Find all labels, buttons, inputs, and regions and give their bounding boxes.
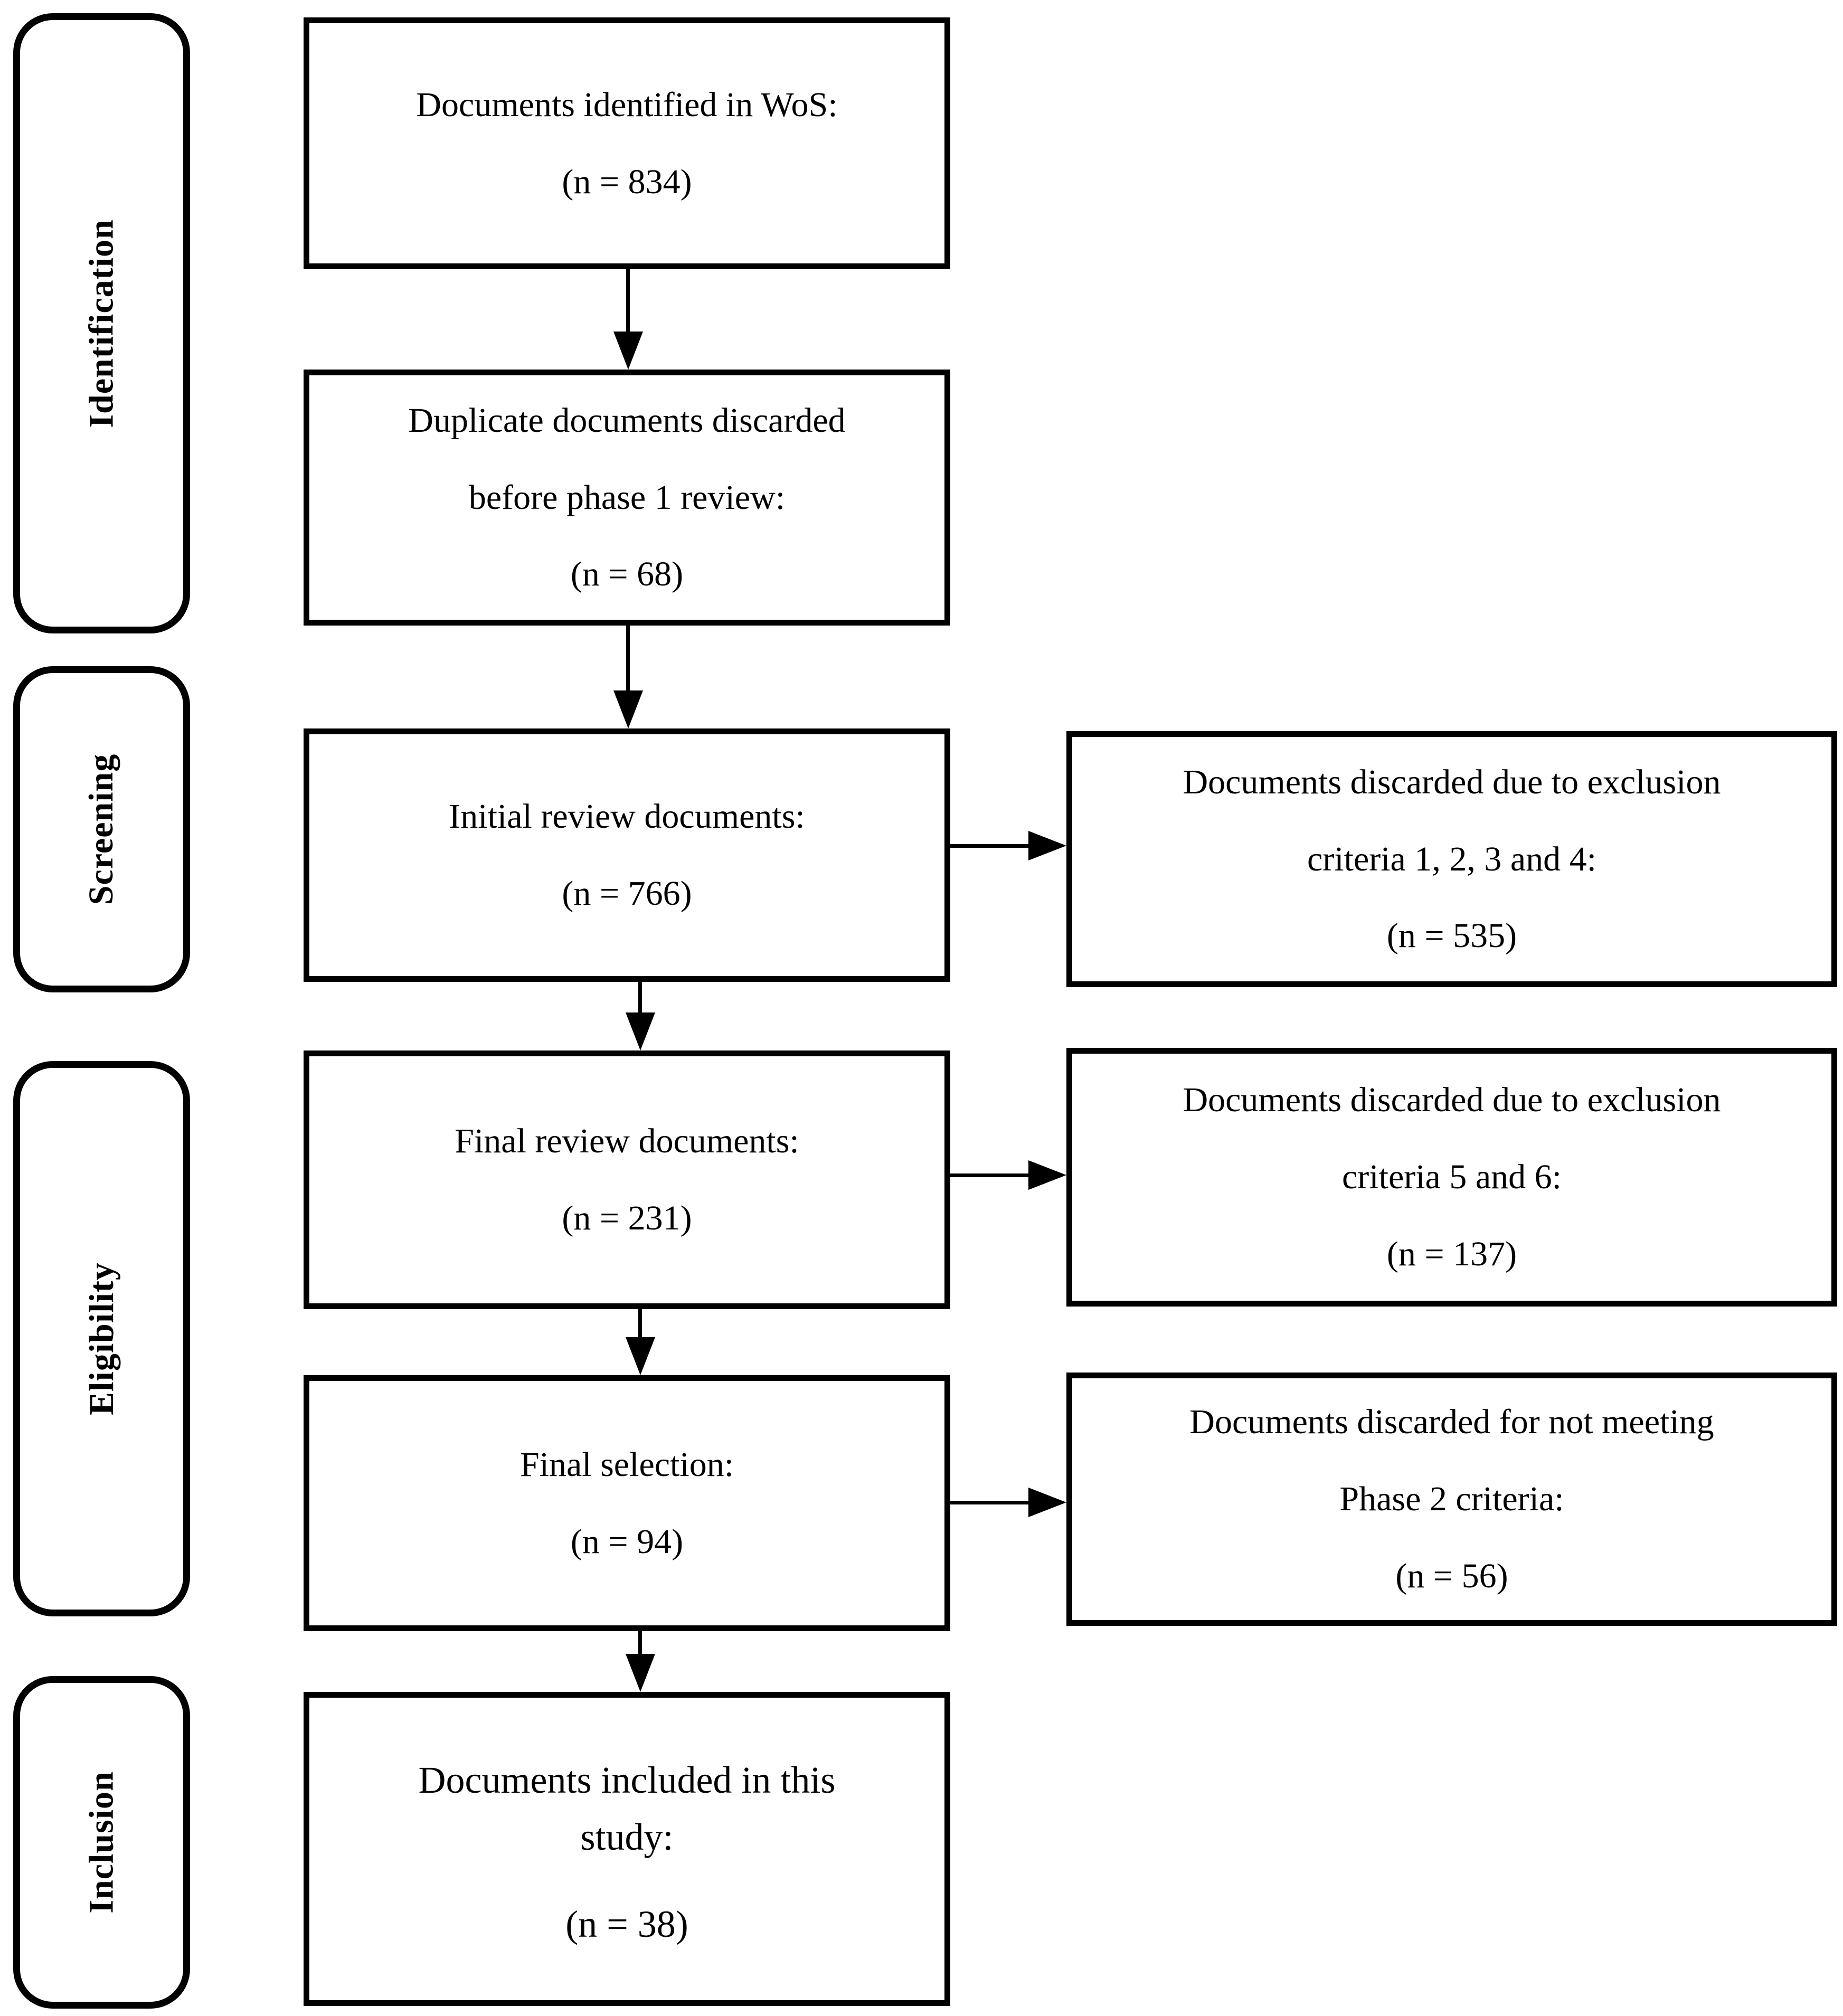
arrow-initial-to-final-review-head-icon — [626, 1012, 655, 1050]
box-excluded-phase2-count: (n = 56) — [1395, 1556, 1508, 1595]
box-excluded-criteria-1-4: Documents discarded due to exclusion cri… — [1066, 731, 1837, 987]
box-duplicates-discarded-count: (n = 68) — [570, 555, 684, 594]
arrow-identified-to-duplicates-line — [626, 269, 630, 332]
box-final-review: Final review documents: (n = 231) — [304, 1050, 950, 1309]
arrow-final-review-to-excluded-line — [950, 1173, 1028, 1177]
arrow-duplicates-to-initial-line — [626, 626, 630, 690]
box-identified-wos-count: (n = 834) — [562, 162, 692, 201]
arrow-initial-to-final-review-line — [638, 982, 642, 1012]
box-final-selection-count: (n = 94) — [570, 1522, 684, 1561]
stage-eligibility-label: Eligibility — [82, 1262, 121, 1415]
arrow-final-review-to-selection-head-icon — [626, 1337, 655, 1375]
stage-inclusion: Inclusion — [13, 1676, 190, 2009]
box-final-review-text: Final review documents: — [455, 1122, 799, 1161]
box-excluded-criteria-1-4-count: (n = 535) — [1386, 916, 1517, 955]
box-identified-wos: Documents identified in WoS: (n = 834) — [304, 17, 950, 269]
stage-screening-label: Screening — [82, 753, 121, 905]
arrow-final-review-to-excluded-head-icon — [1028, 1160, 1066, 1190]
box-excluded-criteria-5-6: Documents discarded due to exclusion cri… — [1066, 1048, 1837, 1307]
box-included-study-count: (n = 38) — [565, 1903, 688, 1946]
box-included-study-paragraph: Documents included in this study: — [419, 1752, 836, 1866]
box-duplicates-discarded-text: Duplicate documents discarded — [408, 401, 846, 440]
box-excluded-phase2: Documents discarded for not meeting Phas… — [1066, 1373, 1837, 1626]
arrow-initial-to-excluded-line — [950, 844, 1028, 848]
box-initial-review-text: Initial review documents: — [449, 797, 805, 836]
box-excluded-phase2-text2: Phase 2 criteria: — [1339, 1480, 1564, 1519]
box-excluded-criteria-1-4-text2: criteria 1, 2, 3 and 4: — [1307, 839, 1596, 878]
box-excluded-criteria-5-6-text2: criteria 5 and 6: — [1342, 1158, 1562, 1197]
box-included-study: Documents included in this study: (n = 3… — [304, 1692, 950, 2006]
stage-eligibility: Eligibility — [13, 1061, 190, 1616]
arrow-final-review-to-selection-line — [638, 1309, 642, 1337]
box-final-review-count: (n = 231) — [562, 1199, 692, 1237]
arrow-selection-to-included-line — [638, 1631, 642, 1654]
arrow-selection-to-excluded-line — [950, 1501, 1028, 1504]
box-initial-review: Initial review documents: (n = 766) — [304, 728, 950, 982]
box-duplicates-discarded-text2: before phase 1 review: — [468, 478, 786, 517]
box-initial-review-count: (n = 766) — [562, 874, 692, 913]
box-final-selection: Final selection: (n = 94) — [304, 1375, 950, 1631]
stage-identification: Identification — [13, 13, 190, 633]
arrow-selection-to-included-head-icon — [626, 1654, 655, 1692]
box-included-study-text2: study: — [580, 1816, 674, 1859]
arrow-selection-to-excluded-head-icon — [1028, 1488, 1066, 1517]
box-identified-wos-text: Documents identified in WoS: — [416, 85, 838, 124]
arrow-initial-to-excluded-head-icon — [1028, 831, 1066, 860]
arrow-identified-to-duplicates-head-icon — [613, 332, 643, 370]
box-included-study-text: Documents included in this — [418, 1759, 836, 1802]
box-excluded-phase2-text: Documents discarded for not meeting — [1189, 1403, 1714, 1442]
box-final-selection-text: Final selection: — [519, 1445, 734, 1484]
stage-inclusion-label: Inclusion — [82, 1771, 121, 1914]
box-excluded-criteria-5-6-text: Documents discarded due to exclusion — [1183, 1081, 1721, 1120]
arrow-duplicates-to-initial-head-icon — [613, 690, 643, 728]
box-excluded-criteria-5-6-count: (n = 137) — [1386, 1234, 1517, 1273]
stage-identification-label: Identification — [82, 219, 121, 428]
stage-screening: Screening — [13, 666, 190, 992]
box-duplicates-discarded: Duplicate documents discarded before pha… — [304, 370, 950, 626]
box-excluded-criteria-1-4-text: Documents discarded due to exclusion — [1183, 762, 1721, 801]
